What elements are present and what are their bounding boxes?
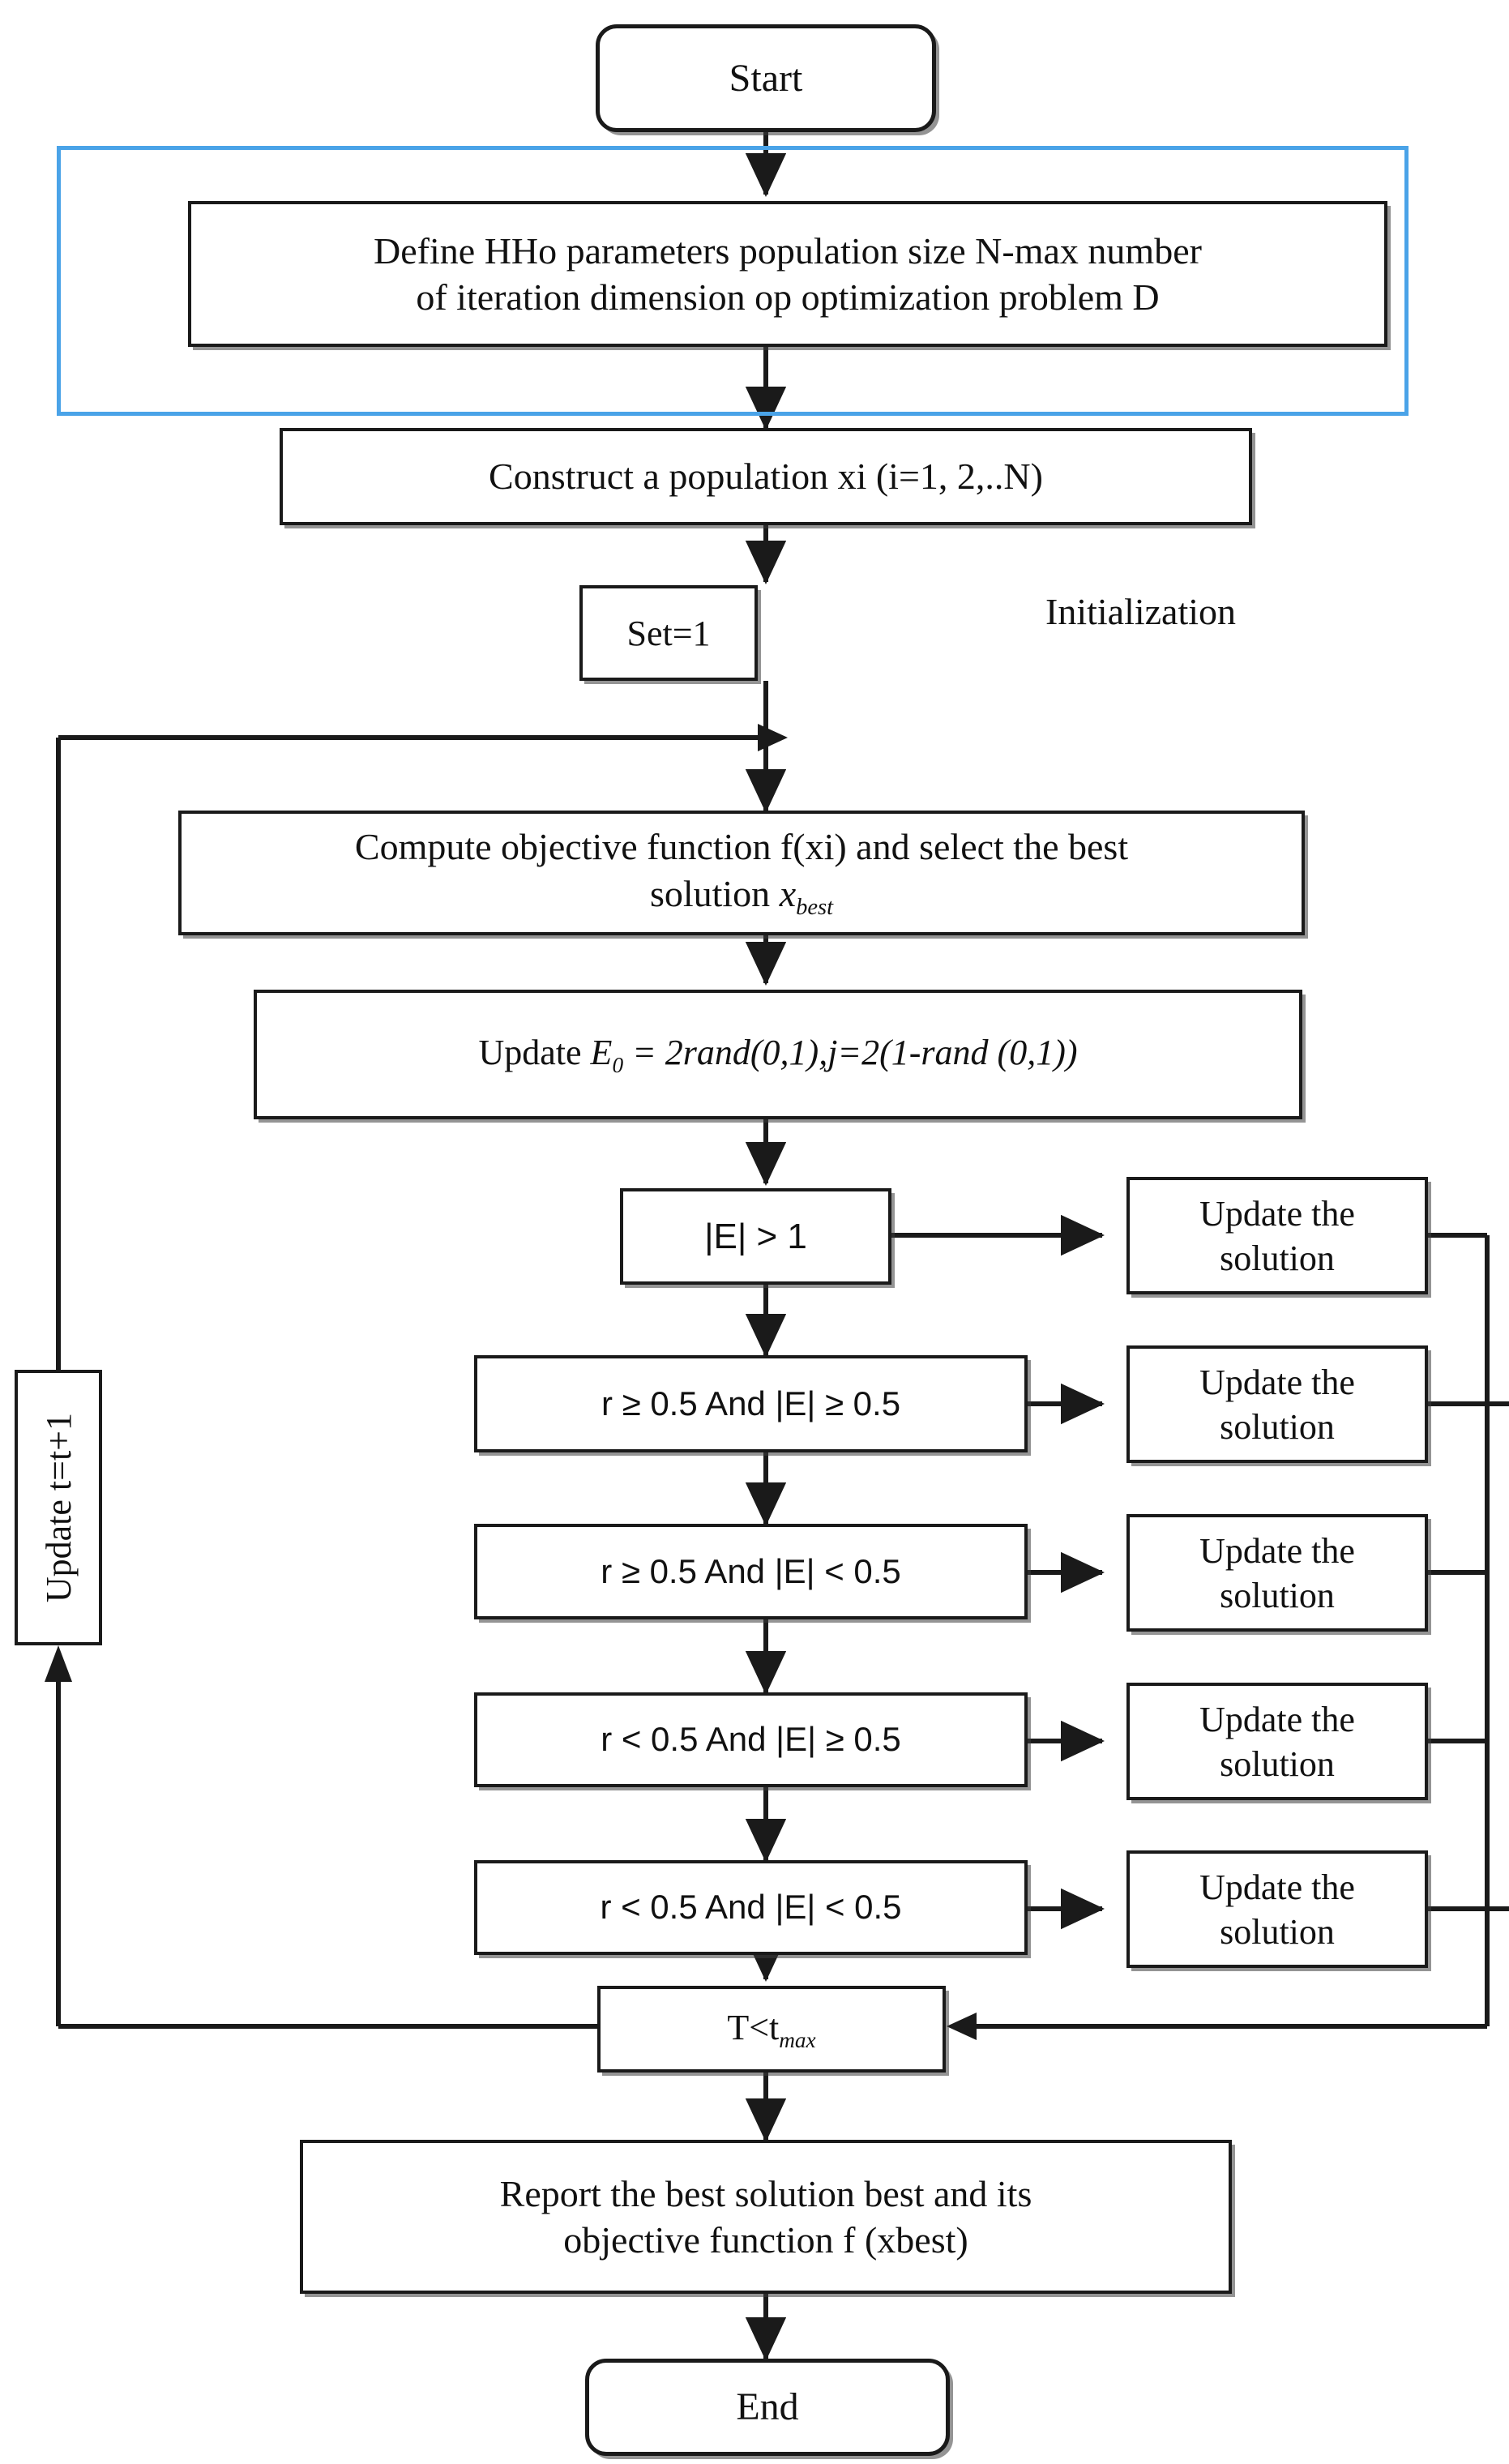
update-energy-expression: = 2rand(0,1),j=2(1-rand (0,1)) — [623, 1033, 1078, 1073]
update-energy-subscript: 0 — [612, 1052, 624, 1077]
start-label: Start — [729, 56, 803, 100]
termination-check-box[interactable]: T<tmax — [597, 1986, 946, 2073]
condition-label-3: r ≥ 0.5 And |E| < 0.5 — [601, 1551, 901, 1590]
action-box-1[interactable]: Update the solution — [1126, 1177, 1428, 1294]
construct-population-label: Construct a population xi (i=1, 2,..N) — [489, 456, 1043, 498]
action-line1-4: Update the — [1199, 1699, 1355, 1739]
action-line2-1: solution — [1220, 1238, 1335, 1278]
action-text-5: Update the solution — [1130, 1865, 1425, 1954]
initialization-group-box — [57, 146, 1409, 416]
condition-label-5: r < 0.5 And |E| < 0.5 — [600, 1888, 902, 1927]
define-parameters-text: Define HHo parameters population size N-… — [191, 228, 1384, 321]
compute-objective-variable: x — [779, 872, 797, 914]
start-terminator[interactable]: Start — [596, 24, 936, 132]
compute-objective-line1: Compute objective function f(xi) and sel… — [354, 826, 1129, 868]
action-line1-2: Update the — [1199, 1362, 1355, 1402]
update-counter-label: Update t=t+1 — [38, 1412, 79, 1603]
set-counter-box[interactable]: Set=1 — [579, 585, 758, 681]
action-box-3[interactable]: Update the solution — [1126, 1514, 1428, 1632]
action-box-4[interactable]: Update the solution — [1126, 1683, 1428, 1800]
compute-objective-box[interactable]: Compute objective function f(xi) and sel… — [178, 811, 1305, 935]
termination-check-text: T<tmax — [601, 2005, 943, 2054]
construct-population-box[interactable]: Construct a population xi (i=1, 2,..N) — [280, 428, 1252, 525]
compute-objective-text: Compute objective function f(xi) and sel… — [182, 823, 1302, 922]
define-parameters-line2: of iteration dimension op optimization p… — [416, 276, 1160, 318]
termination-check-prefix: T<t — [727, 2007, 780, 2047]
action-text-3: Update the solution — [1130, 1529, 1425, 1618]
condition-box-4[interactable]: r < 0.5 And |E| ≥ 0.5 — [474, 1692, 1028, 1787]
define-parameters-line1: Define HHo parameters population size N-… — [374, 229, 1202, 272]
condition-box-2[interactable]: r ≥ 0.5 And |E| ≥ 0.5 — [474, 1355, 1028, 1452]
action-box-5[interactable]: Update the solution — [1126, 1850, 1428, 1968]
action-text-1: Update the solution — [1130, 1191, 1425, 1281]
termination-check-subscript: max — [779, 2027, 816, 2052]
compute-objective-line2-prefix: solution — [649, 872, 780, 914]
report-line1: Report the best solution best and its — [499, 2172, 1032, 2214]
action-line1-1: Update the — [1199, 1193, 1355, 1234]
action-line2-2: solution — [1220, 1406, 1335, 1447]
update-counter-box[interactable]: Update t=t+1 — [15, 1370, 102, 1645]
action-box-2[interactable]: Update the solution — [1126, 1345, 1428, 1463]
action-line2-4: solution — [1220, 1743, 1335, 1784]
condition-box-1[interactable]: |E| > 1 — [620, 1188, 891, 1285]
action-text-2: Update the solution — [1130, 1360, 1425, 1449]
report-line2: objective function f (xbest) — [563, 2219, 968, 2261]
end-terminator[interactable]: End — [585, 2359, 950, 2456]
condition-label-2: r ≥ 0.5 And |E| ≥ 0.5 — [601, 1384, 901, 1422]
condition-label-1: |E| > 1 — [704, 1217, 807, 1256]
update-energy-box[interactable]: Update E0 = 2rand(0,1),j=2(1-rand (0,1)) — [254, 990, 1302, 1119]
define-parameters-box[interactable]: Define HHo parameters population size N-… — [188, 201, 1387, 347]
report-best-solution-text: Report the best solution best and its ob… — [303, 2171, 1229, 2264]
action-line2-5: solution — [1220, 1911, 1335, 1952]
action-text-4: Update the solution — [1130, 1697, 1425, 1786]
update-energy-variable: E — [590, 1033, 613, 1073]
condition-box-5[interactable]: r < 0.5 And |E| < 0.5 — [474, 1860, 1028, 1955]
action-line1-3: Update the — [1199, 1530, 1355, 1571]
compute-objective-subscript: best — [796, 895, 834, 921]
action-line2-3: solution — [1220, 1575, 1335, 1615]
condition-box-3[interactable]: r ≥ 0.5 And |E| < 0.5 — [474, 1524, 1028, 1619]
update-energy-text: Update E0 = 2rand(0,1),j=2(1-rand (0,1)) — [257, 1030, 1299, 1079]
update-energy-prefix: Update — [478, 1033, 591, 1073]
condition-label-4: r < 0.5 And |E| ≥ 0.5 — [601, 1720, 901, 1759]
action-line1-5: Update the — [1199, 1867, 1355, 1907]
report-best-solution-box[interactable]: Report the best solution best and its ob… — [300, 2140, 1232, 2294]
set-counter-label: Set=1 — [626, 613, 711, 653]
end-label: End — [736, 2385, 799, 2428]
initialization-label: Initialization — [1045, 591, 1237, 632]
